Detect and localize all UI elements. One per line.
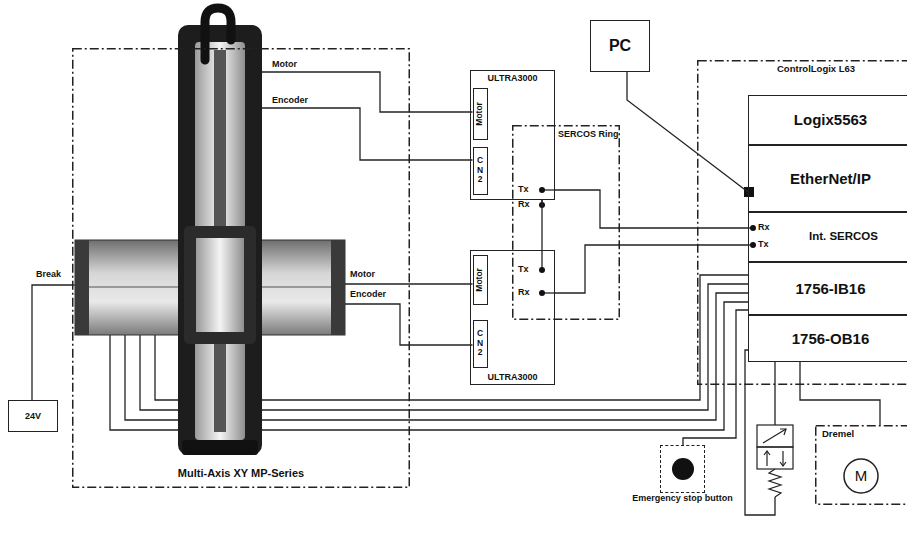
y-axis-body: [178, 25, 262, 455]
valve-wire: [774, 362, 775, 425]
dash-dot-outline: [72, 48, 410, 488]
signal-wire: [627, 72, 748, 192]
circle-line: [844, 459, 878, 493]
motor-port: Motor: [473, 88, 488, 140]
signal-wire: [683, 310, 748, 445]
encoder-port: CN2: [473, 320, 488, 368]
power-supply: 24V: [8, 400, 58, 432]
boundary-line: [73, 49, 410, 488]
valve-arrow: [782, 451, 783, 466]
motor-wire: [262, 72, 410, 112]
module-name: EtherNet/IP: [790, 170, 871, 187]
cable-carrier: [205, 8, 231, 60]
module-name: Int. SERCOS: [809, 230, 878, 243]
valve-arrow: [763, 429, 786, 443]
port-name: CN2: [476, 156, 485, 184]
signal-wire: [800, 362, 880, 425]
drive-name: ULTRA3000: [488, 73, 538, 83]
module-box: EtherNet/IP: [748, 145, 907, 212]
port-dot: [539, 290, 545, 296]
signal-wire: [541, 200, 542, 250]
module-box: Int. SERCOS: [748, 212, 907, 262]
box-label: PC: [609, 37, 631, 55]
computer-box: PC: [590, 20, 650, 72]
module-name: 1756-IB16: [795, 280, 865, 297]
carriage-plate: [196, 238, 244, 332]
sensor-wire: [125, 335, 410, 420]
encoder-port: CN2: [473, 147, 488, 195]
motor-wire: [345, 283, 410, 284]
controller-boundary: ControlLogix L63Logix5563EtherNet/IP Int.…: [697, 60, 907, 385]
module-box: 1756-OB16: [748, 315, 907, 362]
module-box: 1756-IB16: [748, 262, 907, 315]
pin-name: Rx: [758, 222, 770, 232]
device-label: Dremel: [822, 429, 854, 440]
module-name: 1756-OB16: [792, 330, 870, 347]
beam-cap: [75, 240, 89, 335]
port-dot: [750, 242, 756, 248]
signal-wire: [410, 111, 473, 112]
motor-port: Motor: [473, 255, 488, 305]
valve-cell: [757, 447, 793, 469]
boundary-line: [698, 61, 907, 385]
controller-title: ControlLogix L63: [777, 64, 855, 75]
valve-wire: [745, 350, 775, 515]
device-label: Emergency stop button: [628, 493, 738, 504]
valve-arrow: [764, 451, 770, 455]
signal-wire: [410, 344, 473, 345]
supply-label: 24V: [25, 411, 41, 421]
module-name: Logix5563: [794, 111, 867, 128]
emergency-stop: Emergency stop button: [660, 445, 705, 493]
valve-arrow: [780, 462, 786, 466]
pin-name: Tx: [518, 184, 529, 194]
encoder-wire: [262, 108, 410, 160]
stop-button: [672, 458, 694, 480]
signal-wire: [555, 245, 748, 293]
wire-label: Encoder: [350, 289, 386, 299]
carriage: [184, 226, 256, 344]
y-axis-rail: [195, 42, 245, 440]
motor-symbol: M: [843, 458, 879, 494]
pin-name: Rx: [518, 287, 530, 297]
wire-label: Motor: [350, 269, 375, 279]
ethernet-port: [744, 187, 754, 197]
pin-name: Tx: [758, 239, 769, 249]
axis-foot: [182, 440, 258, 455]
port-name: Motor: [475, 102, 485, 126]
signal-wire: [410, 283, 473, 284]
valve-spring: [769, 469, 781, 497]
assembly-title: Multi-Axis XY MP-Series: [178, 467, 304, 480]
port-name: CN2: [476, 329, 485, 357]
boundary-line: [513, 126, 620, 320]
signal-wire: [32, 285, 72, 400]
valve-arrow: [780, 429, 786, 435]
servo-drive: ULTRA3000 MotorCN2: [470, 250, 555, 385]
signal-wire: [555, 190, 748, 228]
valve-cell: [757, 425, 793, 447]
wire-label: Break: [36, 269, 61, 279]
drive-name: ULTRA3000: [488, 372, 538, 382]
pin-name: Tx: [518, 264, 529, 274]
beam-cap: [331, 240, 345, 335]
port-dot: [539, 187, 545, 193]
port-name: Motor: [475, 268, 485, 292]
pin-name: Rx: [518, 199, 530, 209]
port-dot: [539, 267, 545, 273]
signal-wire: [410, 159, 473, 160]
motor-letter: M: [855, 467, 868, 484]
assembly-boundary: Multi-Axis XY MP-Series: [72, 48, 410, 488]
wire-label: Encoder: [272, 95, 308, 105]
valve-arrow: [766, 451, 767, 466]
encoder-wire: [345, 304, 410, 345]
wire-label: Motor: [272, 59, 297, 69]
tool-boundary: DremelM: [815, 425, 907, 505]
ring-title: SERCOS Ring: [558, 129, 619, 139]
boundary-line: [816, 426, 907, 505]
port-dot: [750, 225, 756, 231]
module-box: Logix5563: [748, 95, 907, 145]
